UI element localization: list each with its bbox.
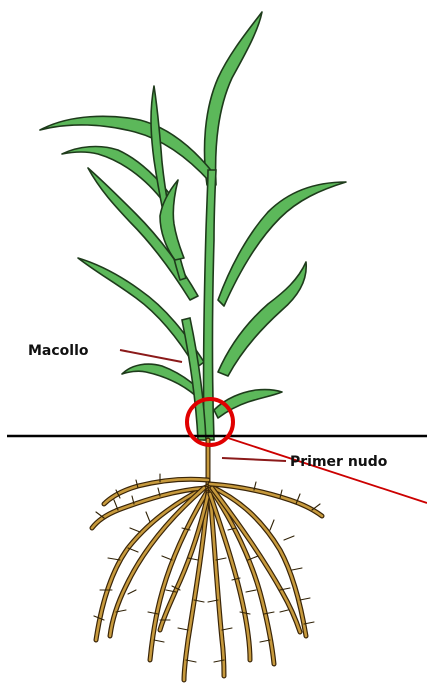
- tiller-leader-line: [120, 350, 182, 362]
- leaf-upper-left: [40, 116, 214, 182]
- first-node-label: Primer nudo: [290, 454, 388, 470]
- root-system: [92, 440, 322, 680]
- leaf-big-right: [218, 182, 346, 306]
- first-node-leader-line: [222, 458, 286, 461]
- leaf-top-right: [205, 12, 262, 185]
- tiller-label: Macollo: [28, 343, 89, 359]
- root-strands: [92, 479, 322, 680]
